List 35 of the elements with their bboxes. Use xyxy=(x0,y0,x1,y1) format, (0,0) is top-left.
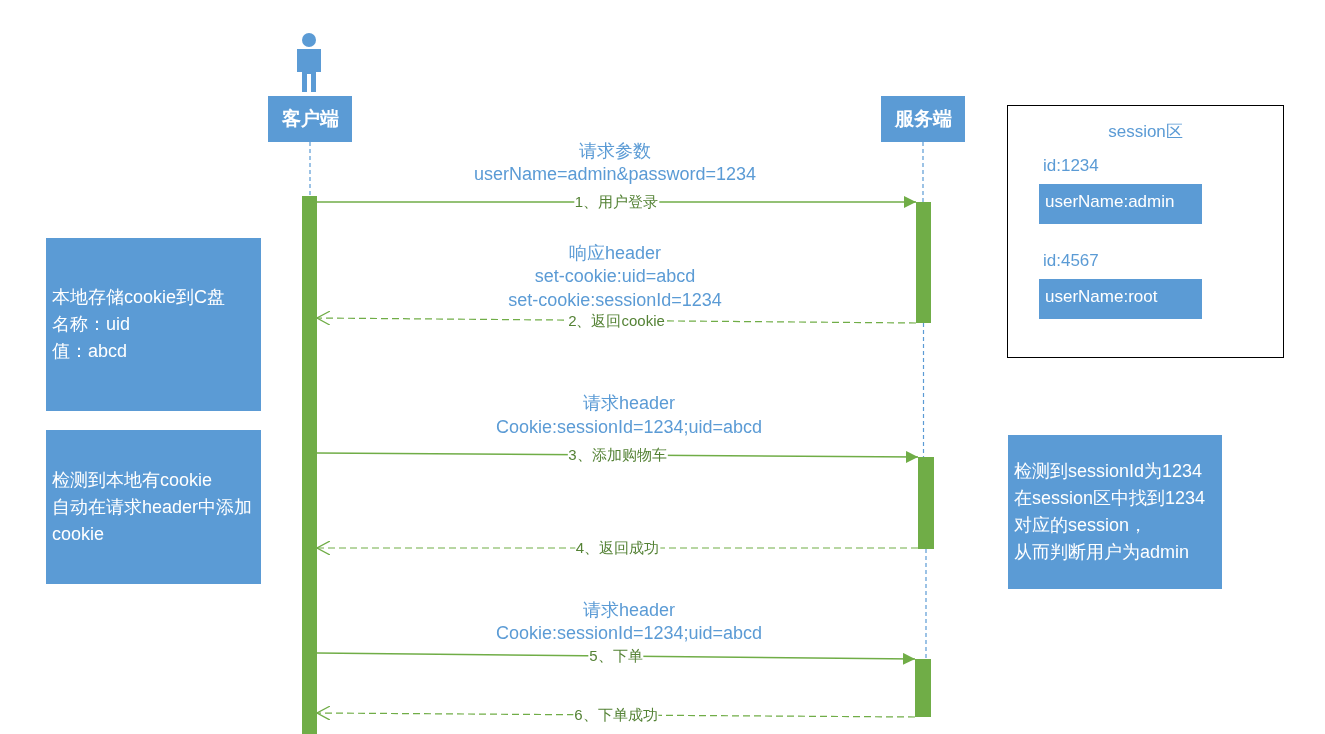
message-note: set-cookie:sessionId=1234 xyxy=(508,290,722,311)
message-note: userName=admin&password=1234 xyxy=(473,164,757,185)
message-note: 响应header xyxy=(568,242,662,265)
activation-bar xyxy=(915,659,931,717)
panel-title: session区 xyxy=(1107,121,1184,143)
edge-label: 1、用户登录 xyxy=(573,194,660,210)
session-entry-box: userName:root xyxy=(1039,279,1202,319)
message-note: 请求header xyxy=(582,392,676,415)
note-box: 检测到本地有cookie 自动在请求header中添加cookie xyxy=(46,430,261,584)
edge-label: 3、添加购物车 xyxy=(567,447,668,463)
lifeline xyxy=(309,141,311,197)
edge-label: 6、下单成功 xyxy=(573,707,659,723)
session-id: id:4567 xyxy=(1043,251,1099,271)
session-panel xyxy=(1007,105,1284,358)
message-note: Cookie:sessionId=1234;uid=abcd xyxy=(495,623,763,644)
activation-bar xyxy=(302,196,317,734)
session-id: id:1234 xyxy=(1043,156,1099,176)
activation-bar xyxy=(918,457,934,549)
message-note: Cookie:sessionId=1234;uid=abcd xyxy=(495,417,763,438)
note-box: 检测到sessionId为1234 在session区中找到1234对应的session， 从而判断用户为admin xyxy=(1008,435,1222,589)
note-box: 本地存储cookie到C盘 名称：uid 值：abcd xyxy=(46,238,261,411)
edge-label: 4、返回成功 xyxy=(574,540,661,556)
message-note: set-cookie:uid=abcd xyxy=(534,266,696,287)
lifeline xyxy=(922,141,924,203)
message-arrow xyxy=(316,652,916,665)
edge-label: 5、下单 xyxy=(588,648,644,664)
message-note: 请求参数 xyxy=(579,140,651,163)
edge-label: 2、返回cookie xyxy=(567,312,666,329)
session-entry-box: userName:admin xyxy=(1039,184,1202,224)
message-note: 请求header xyxy=(582,599,676,622)
lifeline xyxy=(925,548,927,660)
participant-box: 服务端 xyxy=(881,96,965,142)
participant-box: 客户端 xyxy=(268,96,352,142)
activation-bar xyxy=(916,202,931,323)
lifeline xyxy=(922,322,925,458)
